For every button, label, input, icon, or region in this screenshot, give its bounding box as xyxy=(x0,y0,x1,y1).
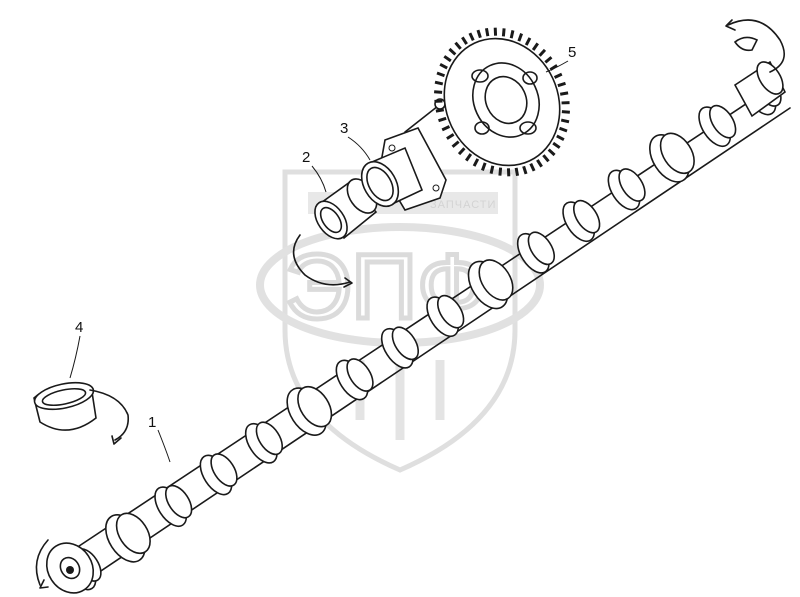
gear xyxy=(434,27,570,177)
gear-tooth xyxy=(439,63,448,70)
gear-tooth xyxy=(472,158,480,167)
cam-lobe-edge xyxy=(346,358,374,392)
gear-tooth xyxy=(434,80,444,86)
bearing-shell xyxy=(33,381,130,445)
camshaft xyxy=(35,19,791,594)
callout-5-label: 5 xyxy=(568,44,576,61)
callout-3-label: 3 xyxy=(340,120,348,137)
gear-tooth xyxy=(436,71,446,78)
gear-tooth xyxy=(501,28,506,37)
callout-3: 3 xyxy=(340,120,371,161)
gear-tooth xyxy=(481,162,487,171)
gear-tooth xyxy=(560,118,570,124)
gear-tooth xyxy=(522,165,528,175)
gear-tooth xyxy=(524,37,532,46)
gear-tooth xyxy=(484,27,490,37)
callout-2: 2 xyxy=(302,149,327,193)
callout-4: 4 xyxy=(69,319,83,379)
gear-tooth xyxy=(446,133,455,140)
flanged-sleeve xyxy=(360,98,447,211)
gear-tooth xyxy=(529,162,536,172)
gear-tooth xyxy=(544,56,553,64)
cam-lobe-edge xyxy=(297,385,333,428)
gear-tooth xyxy=(498,167,503,176)
callout-1-label: 1 xyxy=(148,414,156,431)
gear-tooth xyxy=(438,116,447,123)
watermark-shop-text: ЗАПЧАСТИ xyxy=(430,199,496,211)
gear-tooth xyxy=(461,36,468,45)
gear-tooth xyxy=(441,125,451,132)
gear-tooth xyxy=(553,72,563,79)
gear-tooth xyxy=(531,42,539,51)
gear-tooth xyxy=(465,153,473,162)
gear-tooth xyxy=(443,55,452,63)
cam-lobe-edge xyxy=(708,104,737,139)
gear-tooth xyxy=(468,32,475,42)
gear-tooth xyxy=(435,108,445,113)
cam-lobe-edge xyxy=(436,294,465,329)
gear-tooth xyxy=(556,134,565,141)
gear-tooth xyxy=(538,48,547,57)
cam-lobe-edge xyxy=(478,259,514,301)
cam-lobe-edge xyxy=(115,512,151,555)
cam-lobe-edge xyxy=(391,326,420,361)
cam-lobe-edge xyxy=(255,421,284,456)
cam-lobe-edge xyxy=(210,453,238,487)
gear-tooth xyxy=(509,30,515,39)
gear-tooth xyxy=(434,90,443,94)
gear-tooth xyxy=(549,64,558,71)
gear-tooth xyxy=(557,81,566,88)
callout-1: 1 xyxy=(148,414,171,463)
gear-tooth xyxy=(517,33,523,42)
gear-tooth xyxy=(536,159,543,168)
cam-lobe-edge xyxy=(527,231,556,266)
cam-lobe-edge xyxy=(618,168,646,202)
cam-lobe-edge xyxy=(659,132,695,175)
key-icon xyxy=(733,36,759,52)
gear-tooth xyxy=(552,141,561,149)
gear-tooth xyxy=(559,91,569,96)
gear-tooth xyxy=(489,165,495,174)
cam-lobe-edge xyxy=(164,484,193,519)
callout-2-label: 2 xyxy=(302,149,310,166)
gear-tooth xyxy=(561,110,570,114)
gear-tooth xyxy=(514,167,520,177)
gear-tooth xyxy=(476,29,482,39)
cam-lobe-edge xyxy=(572,199,601,234)
gear-tooth xyxy=(454,41,462,50)
callout-5: 5 xyxy=(545,44,576,73)
gear-tooth xyxy=(451,140,460,148)
callout-4-label: 4 xyxy=(75,319,83,336)
gear-tooth xyxy=(547,148,556,157)
gear-tooth xyxy=(457,147,466,156)
gear-tooth xyxy=(542,154,550,163)
gear-tooth xyxy=(448,47,457,56)
gear-tooth xyxy=(558,126,568,133)
